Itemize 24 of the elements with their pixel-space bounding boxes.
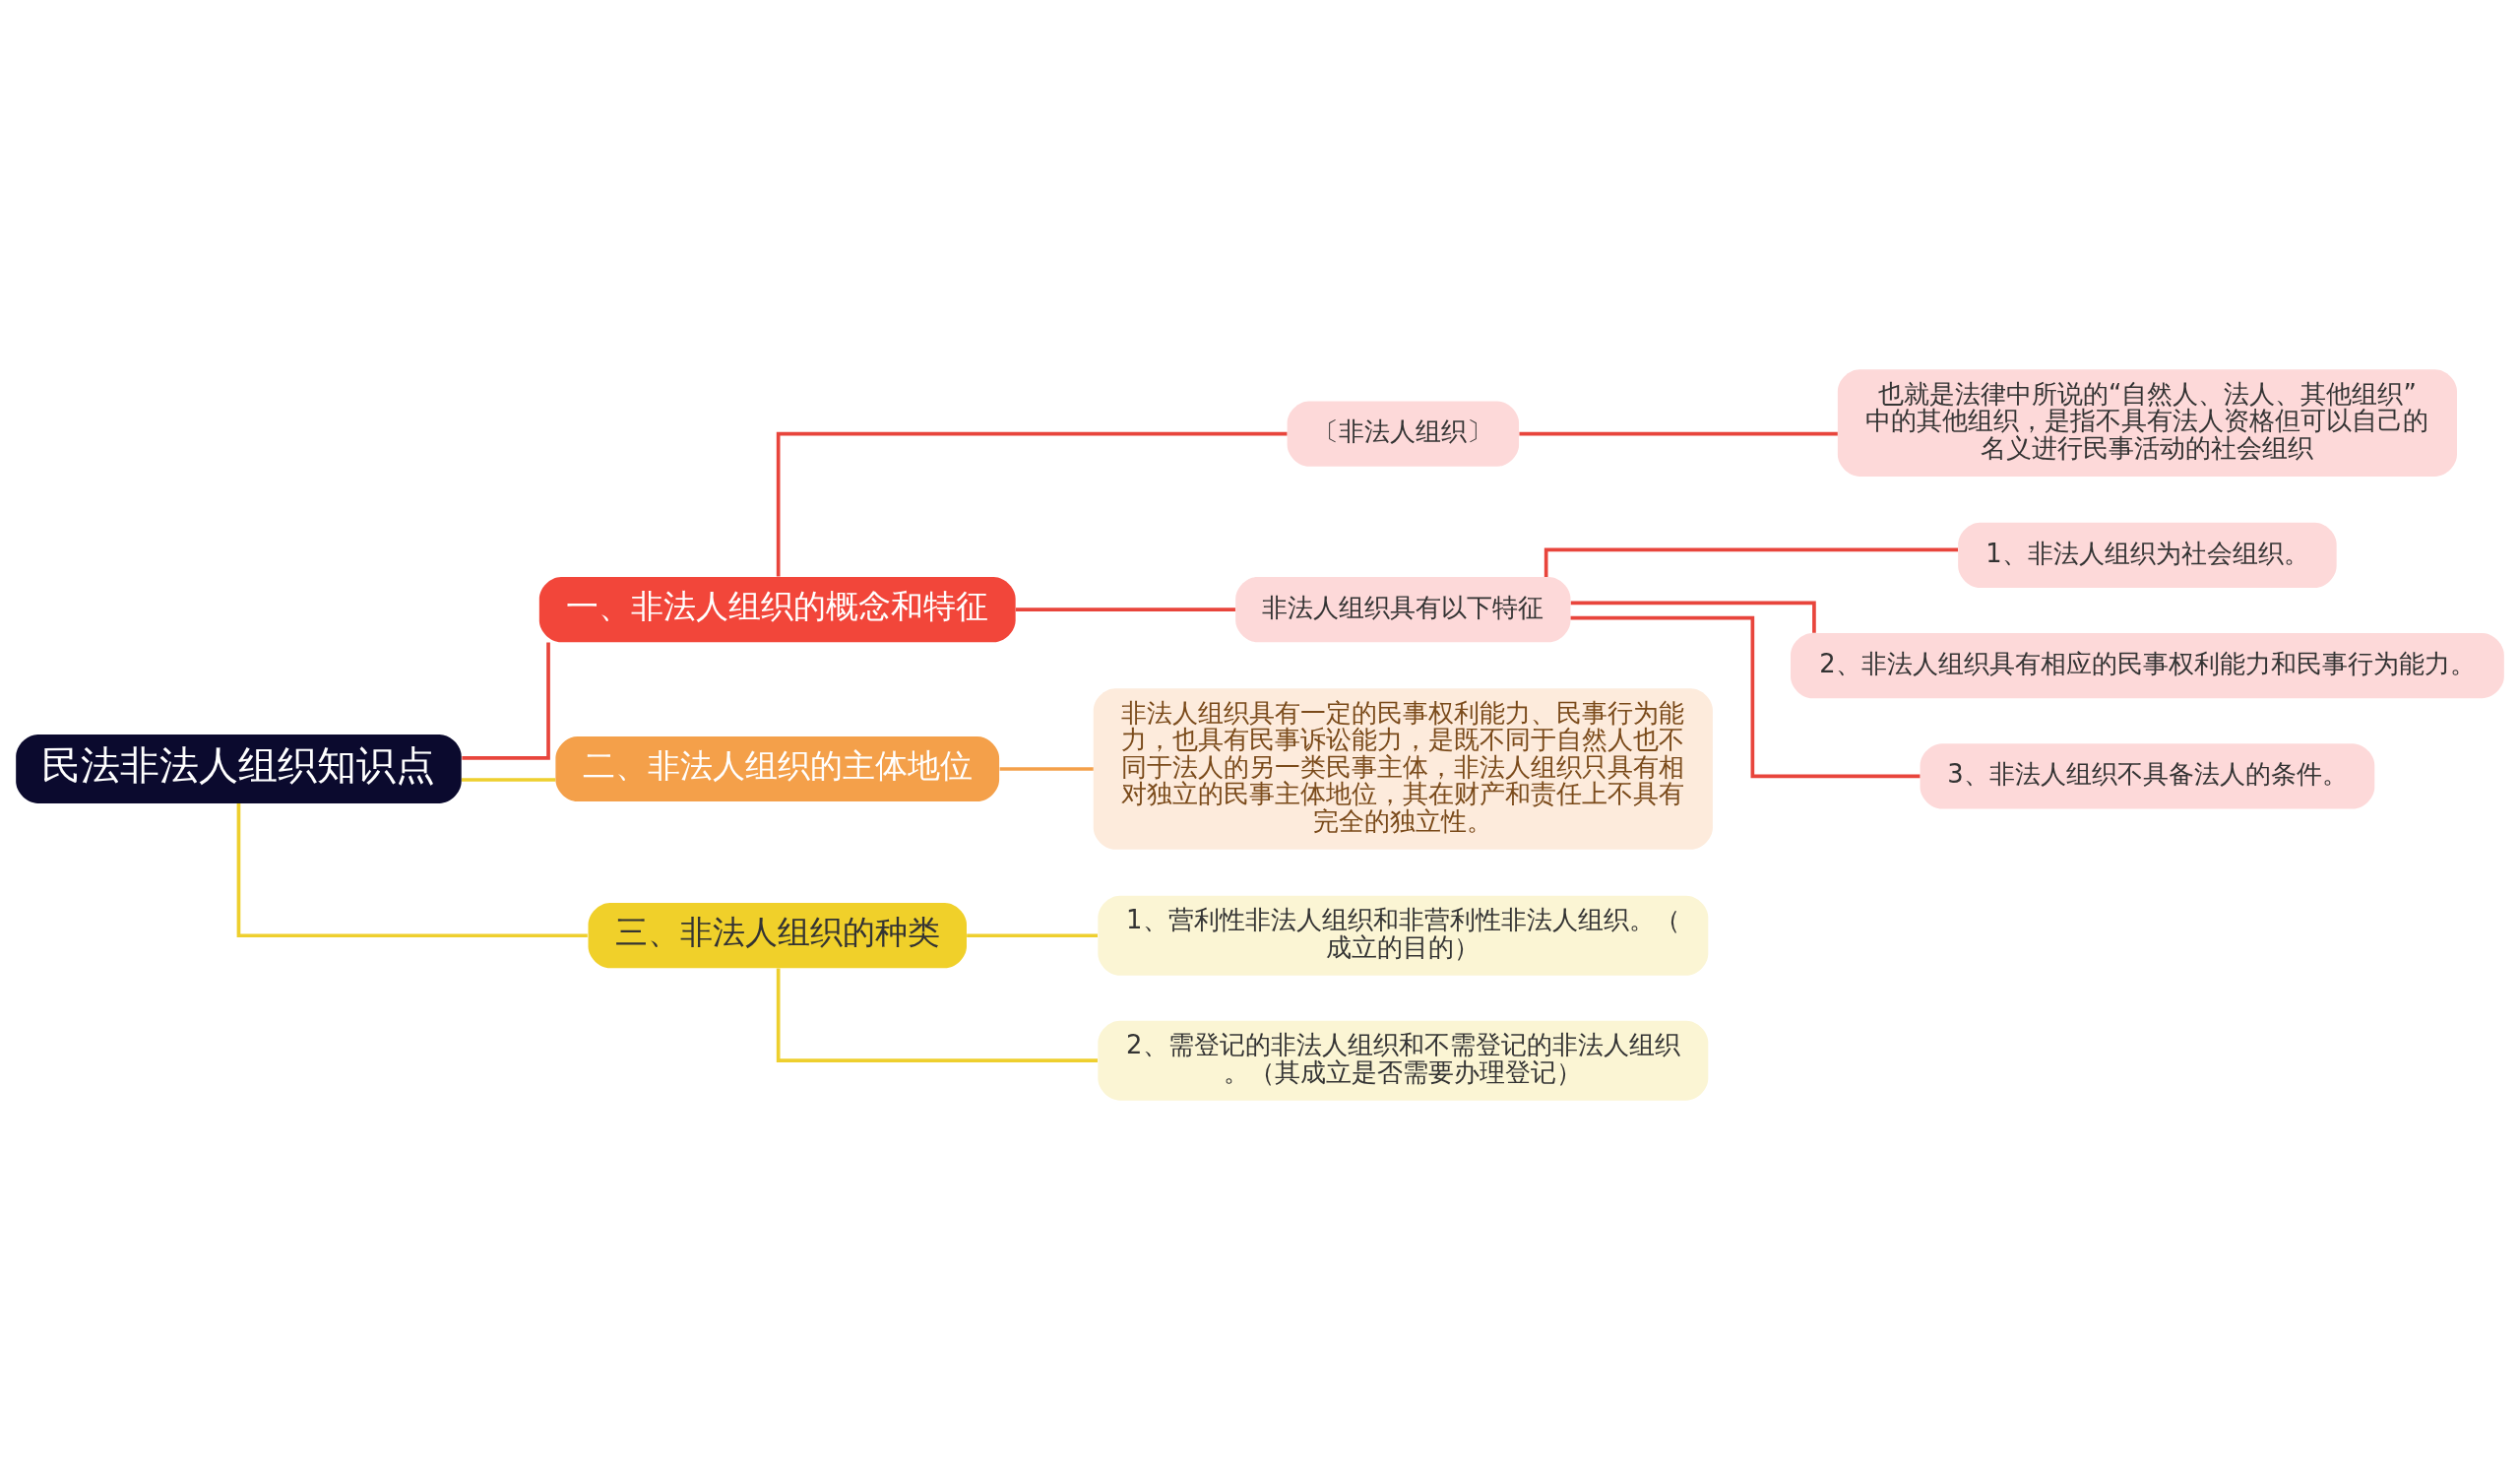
connector bbox=[462, 642, 550, 760]
connector bbox=[236, 803, 588, 938]
node-box: 3、非法人组织不具备法人的条件。 bbox=[1920, 743, 2375, 809]
connector bbox=[1544, 547, 1958, 577]
node-box: 2、需登记的非法人组织和不需登记的非法人组织。（其成立是否需要办理登记） bbox=[1098, 1020, 1709, 1101]
connector bbox=[776, 431, 1288, 577]
connector bbox=[999, 767, 1094, 771]
node-box: 民法非法人组织知识点 bbox=[16, 735, 462, 803]
connector bbox=[967, 933, 1098, 938]
connector bbox=[1015, 607, 1235, 611]
connector bbox=[776, 968, 1098, 1062]
connector bbox=[462, 778, 556, 782]
node-box: 〔非法人组织〕 bbox=[1287, 401, 1520, 467]
node-box: 1、非法人组织为社会组织。 bbox=[1958, 522, 2337, 589]
node-box: 二、非法人组织的主体地位 bbox=[555, 735, 1000, 802]
connector bbox=[1519, 431, 1838, 436]
node-box: 也就是法律中所说的“自然人、法人、其他组织”中的其他组织，是指不具有法人资格但可以自己的名义进行民事活动的社会组织 bbox=[1837, 369, 2457, 477]
node-box: 一、非法人组织的概念和特征 bbox=[538, 577, 1016, 643]
node-box: 1、营利性非法人组织和非营利性非法人组织。（成立的目的） bbox=[1098, 895, 1709, 976]
node-box: 三、非法人组织的种类 bbox=[588, 903, 967, 969]
node-box: 2、非法人组织具有相应的民事权利能力和民事行为能力。 bbox=[1791, 633, 2504, 699]
connector bbox=[1570, 615, 1921, 779]
node-box: 非法人组织具有以下特征 bbox=[1235, 577, 1571, 643]
node-box: 非法人组织具有一定的民事权利能力、民事行为能力，也具有民事诉讼能力，是既不同于自然人也不同于法人的另一类民事主体，非法人组织只具有相对独立的民事主体地位，其在财产和责任上不具有完全的独立性。 bbox=[1093, 688, 1713, 850]
